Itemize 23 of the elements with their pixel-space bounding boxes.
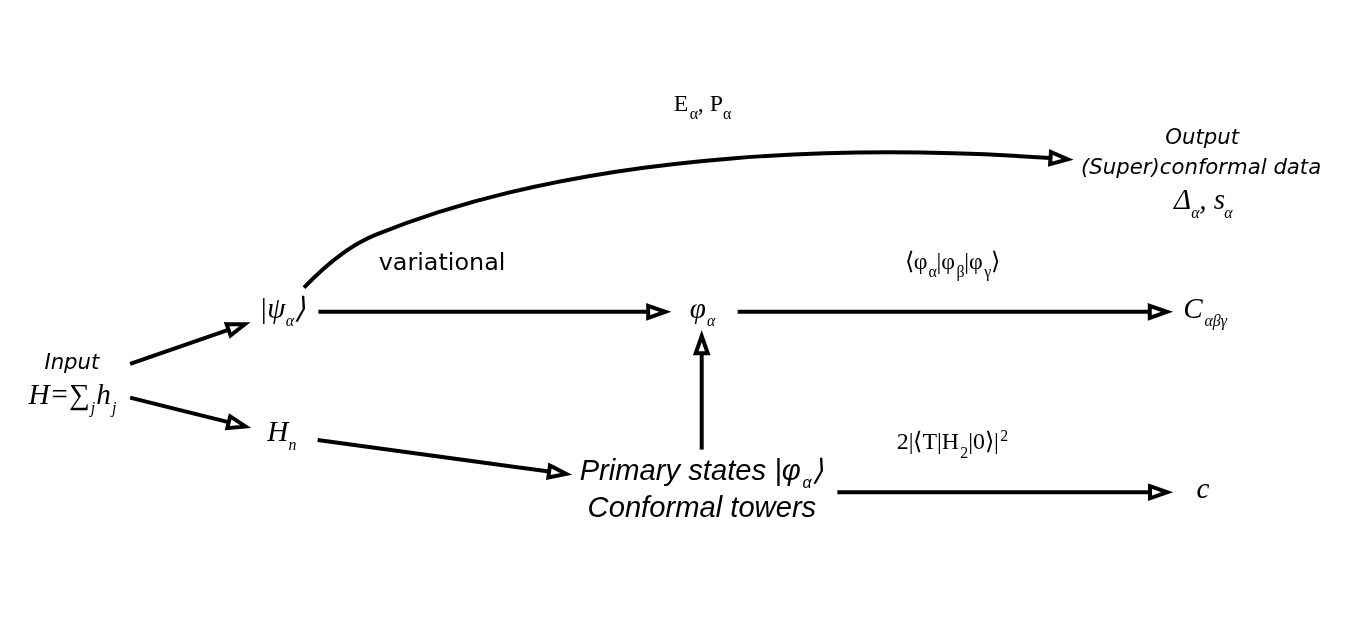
- edge-label: E$_{α}$, P$_{α}$: [673, 89, 732, 122]
- node-text: Δ$_{α}$, s$_{α}$: [1173, 182, 1233, 221]
- edge-label: variational: [378, 247, 506, 276]
- edge-label: ⟨φ$_{α}$|φ$_{β}$|φ$_{γ}$⟩: [904, 247, 1000, 280]
- node-text: H=∑$_{j}$h$_{j}$: [28, 377, 117, 416]
- arrow: [837, 482, 1174, 501]
- node-label: (Super)conformal data: [1081, 153, 1322, 179]
- arrow: [129, 395, 252, 430]
- edge-label: 2|⟨T|H$_{2}$|0⟩|$^{2}$: [896, 426, 1009, 460]
- arrow: [302, 148, 1074, 289]
- node-text: φ$_{α}$: [689, 291, 716, 329]
- node-text: c: [1196, 471, 1210, 504]
- node-text: |ψ$_{α}$⟩: [259, 291, 305, 329]
- node-text: C$_{αβγ}$: [1183, 291, 1228, 329]
- arrow: [317, 437, 573, 480]
- arrow: [692, 329, 711, 450]
- arrow: [318, 302, 672, 321]
- node-text: H$_{n}$: [267, 414, 297, 453]
- arrow: [129, 321, 251, 366]
- arrow: [737, 302, 1174, 321]
- node-label: Output: [1165, 123, 1240, 149]
- node-text: Primary states |φ$_{α}$⟩ Conformal towers: [579, 453, 823, 523]
- node-label: Input: [44, 348, 100, 374]
